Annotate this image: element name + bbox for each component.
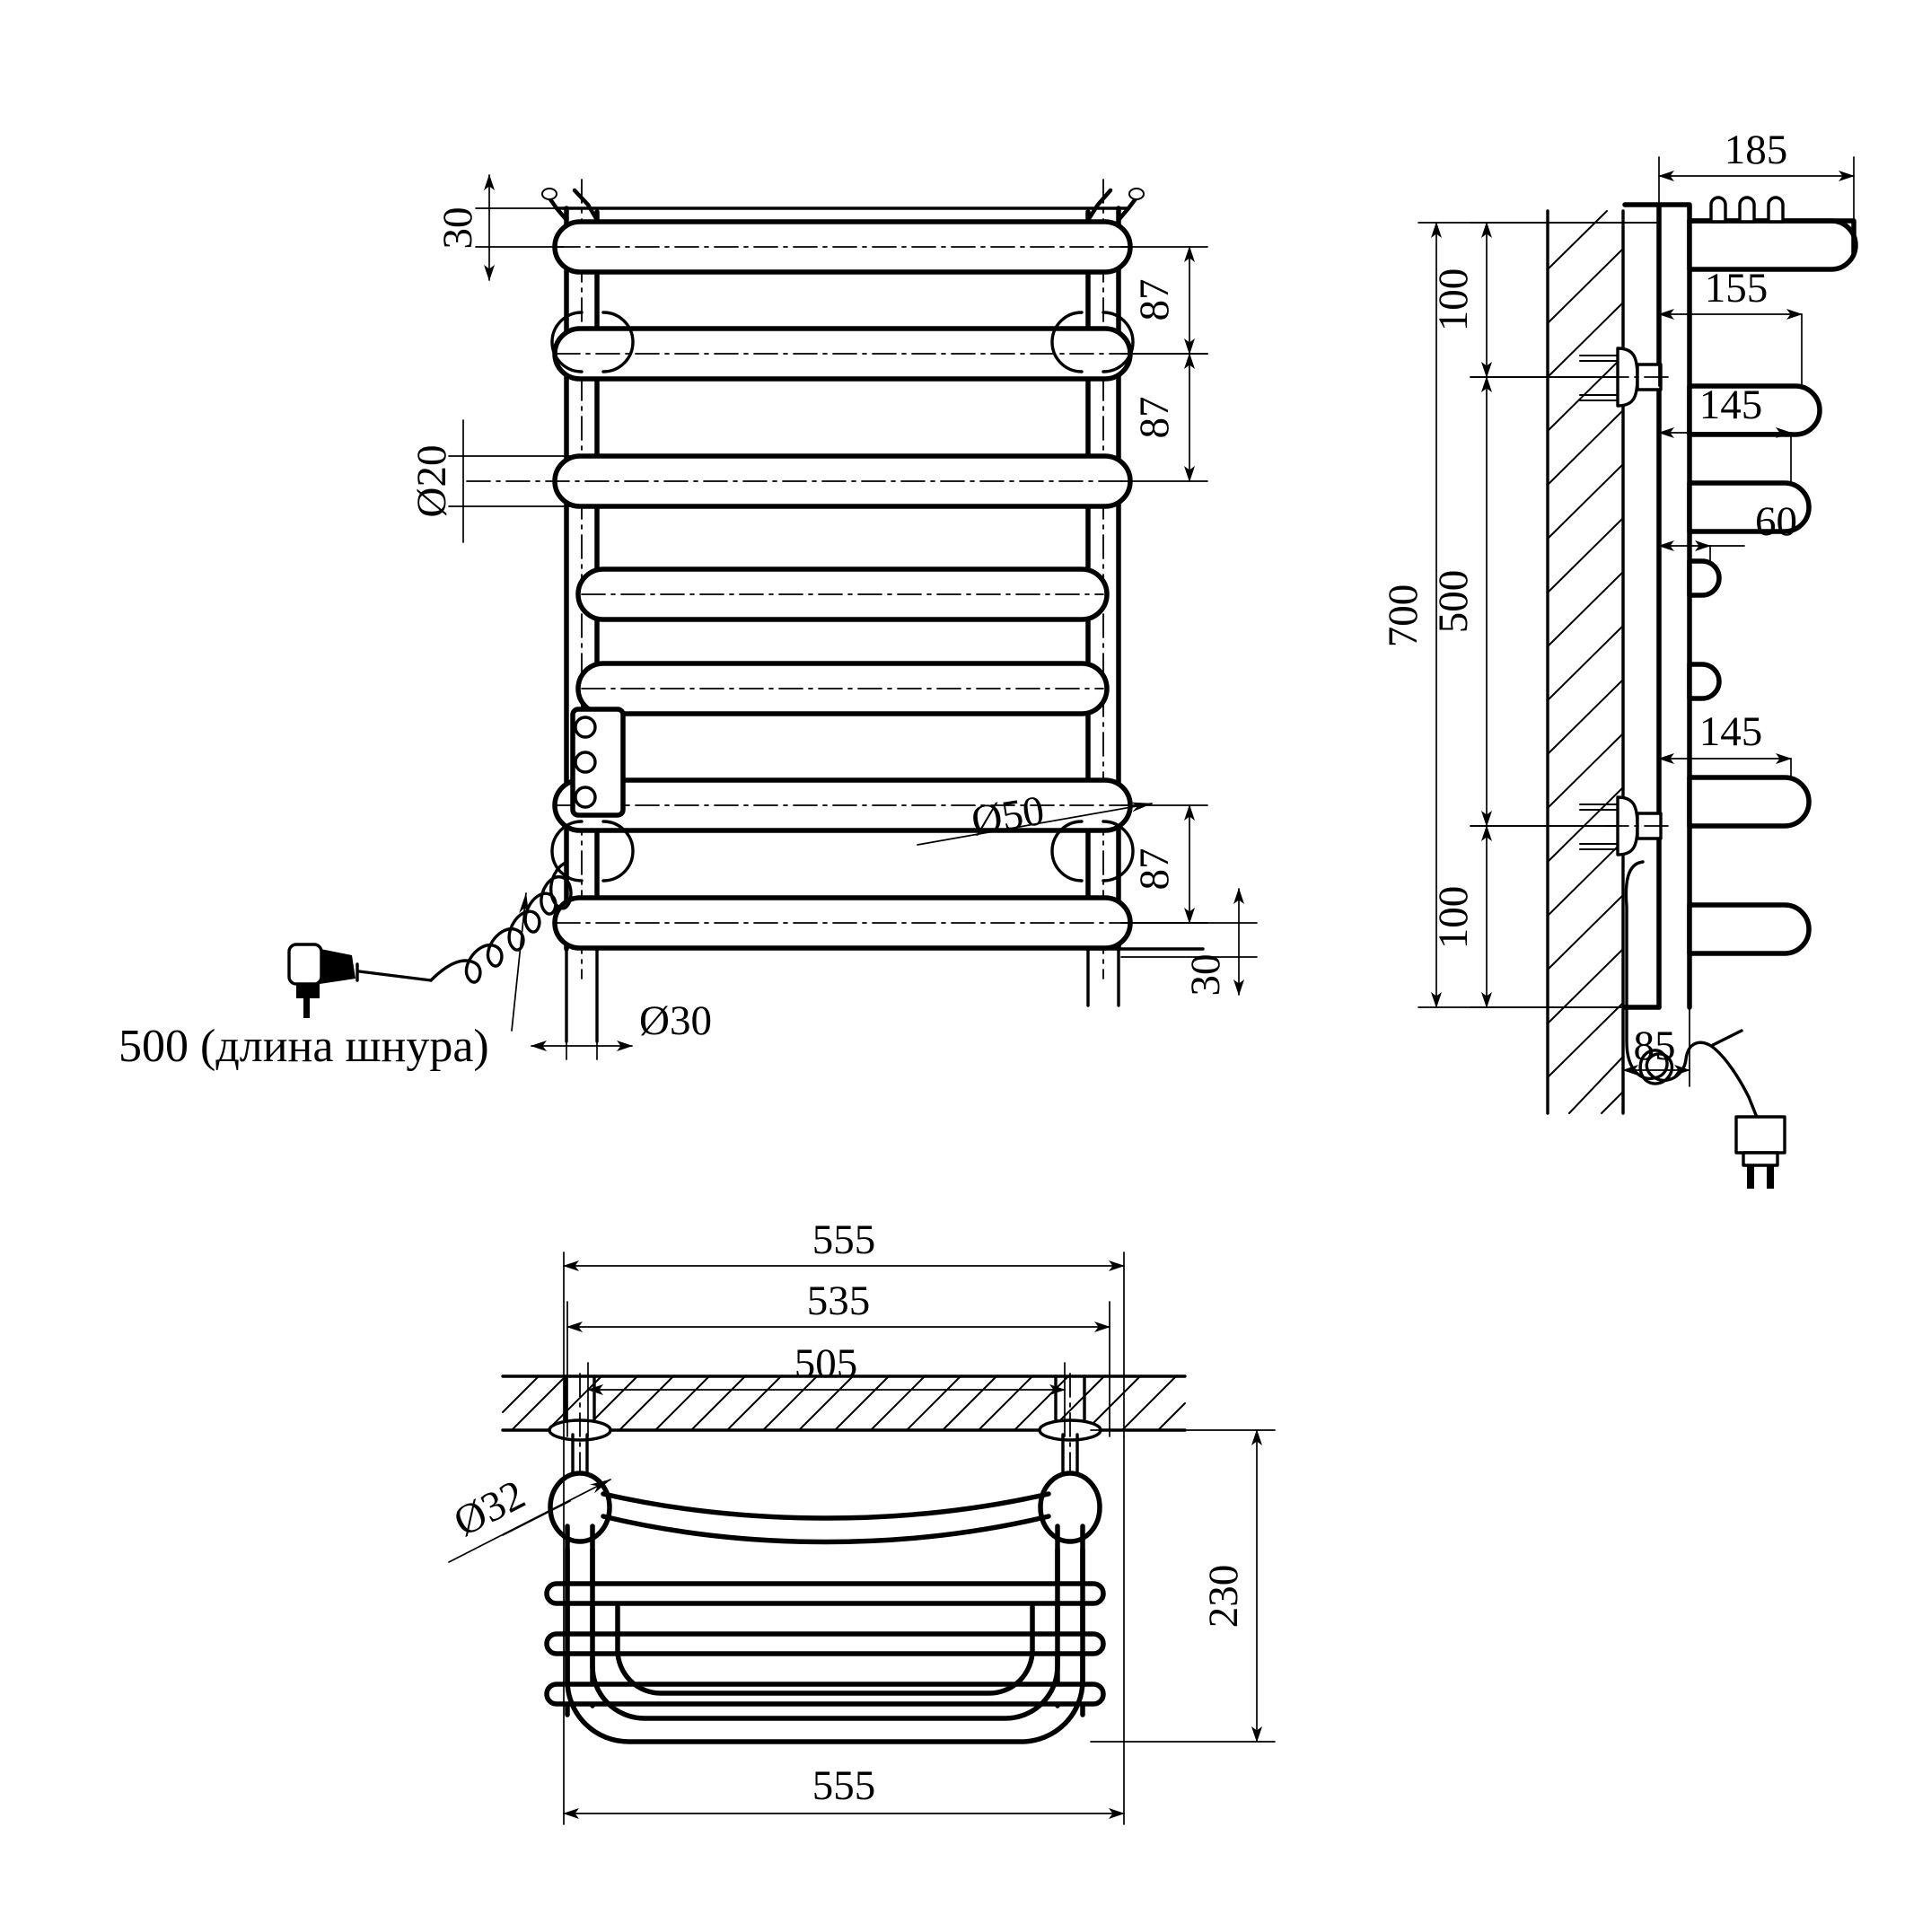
bar-7 [552,895,1133,951]
front-heated-bars [466,219,1135,951]
dim-label-plan-555-top: 555 [812,1216,876,1263]
dim-label-spacing-1: 87 [1131,279,1178,321]
dim-side-145-lower: 145 [1658,708,1792,778]
side-power-cord [1624,860,1786,1189]
dim-label-plan-505: 505 [794,1340,858,1387]
plan-curved-rail [601,1491,1051,1545]
dim-label-bend-radius: Ø50 [969,787,1048,845]
power-cord [287,860,573,1018]
wall-hatch [1547,210,1624,1114]
dim-plan-555-bottom: 555 [563,1436,1125,1825]
dim-label-tube-dia: Ø20 [408,445,455,518]
junction-box [570,707,626,818]
dim-label-side-100-bottom: 100 [1430,886,1477,950]
dim-front-spacing-2: 87 [1120,353,1208,482]
side-stub-60 [1687,558,1722,598]
plan-shelf-bars [544,1581,1106,1707]
dim-plan-535: 535 [566,1278,1110,1437]
dim-label-side-85: 85 [1634,1023,1676,1069]
side-arm-pins [1709,196,1785,224]
dim-front-tube-dia: Ø20 [408,419,583,543]
bar-3 [466,453,1133,509]
plan-mount-left [548,1373,612,1491]
side-arm-145-lower [1687,775,1812,829]
side-arm-bottom [1687,902,1812,956]
dim-front-bottom-30: 30 [1120,888,1258,997]
cord-note-leader [511,892,530,1032]
bar-2 [550,311,1135,382]
side-lower-bracket [1579,795,1672,856]
side-upper-bracket [1579,347,1672,408]
dim-label-side-145-upper: 145 [1699,382,1763,428]
shelf-bar-2 [544,1631,1106,1656]
bar-4 [575,566,1110,622]
dim-label-side-100-top: 100 [1430,268,1477,332]
bar-5 [575,661,1110,716]
side-section-view: 700 100 500 100 185 [1380,127,1858,1189]
cord-length-note: 500 (длина шнура) [118,1021,489,1072]
dim-side-185: 185 [1658,127,1855,222]
side-arm-145-upper [1687,480,1812,534]
dim-label-side-185: 185 [1725,127,1788,173]
plan-joint-right [1038,1471,1102,1544]
dim-plan-555-top: 555 [563,1216,1125,1437]
dim-side-85: 85 [1622,1006,1690,1087]
plan-view: 555 535 505 230 555 [446,1216,1276,1825]
dim-label-spacing-3: 87 [1131,848,1178,891]
front-elevation-view: 30 Ø20 87 87 87 [118,174,1258,1072]
dim-label-bottom-30: 30 [1182,954,1229,997]
dim-plan-505: 505 [587,1340,1066,1437]
dim-front-top-30: 30 [434,174,565,281]
dim-label-side-155: 155 [1705,265,1769,312]
shelf-bar-1 [544,1581,1106,1606]
dim-front-post-dia: Ø30 [531,997,712,1060]
dim-label-plan-535: 535 [807,1278,871,1324]
bar-1 [552,219,1133,275]
dim-side-60: 60 [1658,498,1797,565]
plan-wall-section [501,1374,1187,1432]
dim-label-side-500: 500 [1430,570,1477,634]
dim-label-plan-555-bottom: 555 [812,1762,876,1809]
side-stub-mid [1687,662,1722,701]
dim-label-plan-230: 230 [1200,1565,1247,1629]
dim-label-top-30: 30 [434,207,481,250]
dim-label-side-60: 60 [1755,498,1797,545]
dim-side-155: 155 [1658,265,1803,387]
dim-plan-230: 230 [1090,1429,1276,1743]
dim-side-100-bottom: 100 [1430,825,1657,1008]
dim-label-spacing-2: 87 [1131,397,1178,439]
dim-label-post-dia: Ø30 [639,997,712,1044]
dim-side-145-upper: 145 [1658,382,1792,484]
side-arm-155 [1687,383,1822,437]
dim-side-500: 500 [1430,376,1617,827]
bar-6 [550,777,1135,883]
dim-label-side-145-lower: 145 [1699,708,1763,755]
plan-basket-profiles [565,1547,1085,1744]
wall-section [1546,209,1625,1115]
dim-front-bend-radius: Ø50 [917,787,1153,846]
dim-label-side-700: 700 [1380,584,1426,648]
